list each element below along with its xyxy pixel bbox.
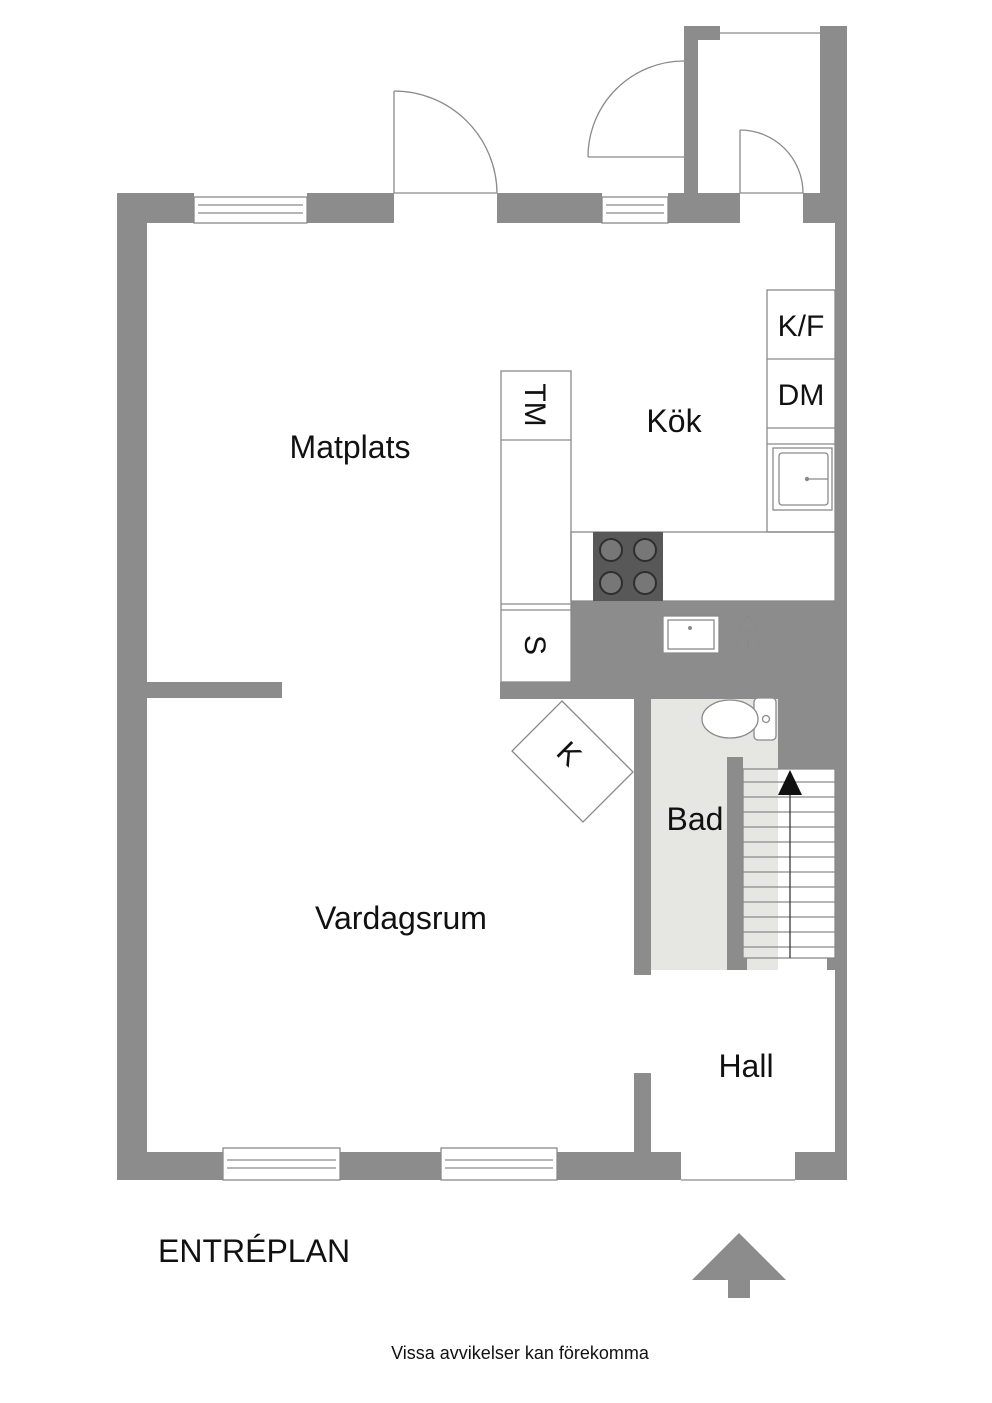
room-label-kok: Kök [646,403,702,439]
bathroom-fixtures [662,613,777,741]
fixture-label-tm: TM [518,383,551,426]
north-arrow-icon [692,1233,786,1298]
stove-icon [593,532,663,601]
stairs [742,768,836,959]
door-outer-entrance [587,60,685,158]
door-matplats [393,90,498,194]
window-bottom-left [222,1147,341,1181]
stair-arrow-icon [778,770,802,795]
fixture-label-kf: K/F [778,310,825,343]
window-bottom-middle [440,1147,558,1181]
sink-icon [772,447,833,511]
room-label-matplats: Matplats [290,429,411,465]
shower-icon [735,613,761,651]
fixture-label-dm: DM [778,379,825,412]
closet-k [511,700,634,823]
toilet-icon [701,697,777,741]
windows [193,196,795,1181]
room-label-vardagsrum: Vardagsrum [315,900,487,936]
room-label-hall: Hall [718,1048,773,1084]
window-top-right [601,196,669,224]
door-inner-entrance [739,129,804,194]
room-label-bad: Bad [667,801,724,837]
fixture-label-s: S [518,635,551,655]
plan-title: ENTRÉPLAN [158,1233,350,1269]
walls [117,26,847,1180]
window-top-left [193,196,308,224]
kitchen-counters [500,289,836,683]
disclaimer: Vissa avvikelser kan förekomma [391,1343,650,1363]
sink-icon [662,615,720,654]
doors [393,32,820,194]
